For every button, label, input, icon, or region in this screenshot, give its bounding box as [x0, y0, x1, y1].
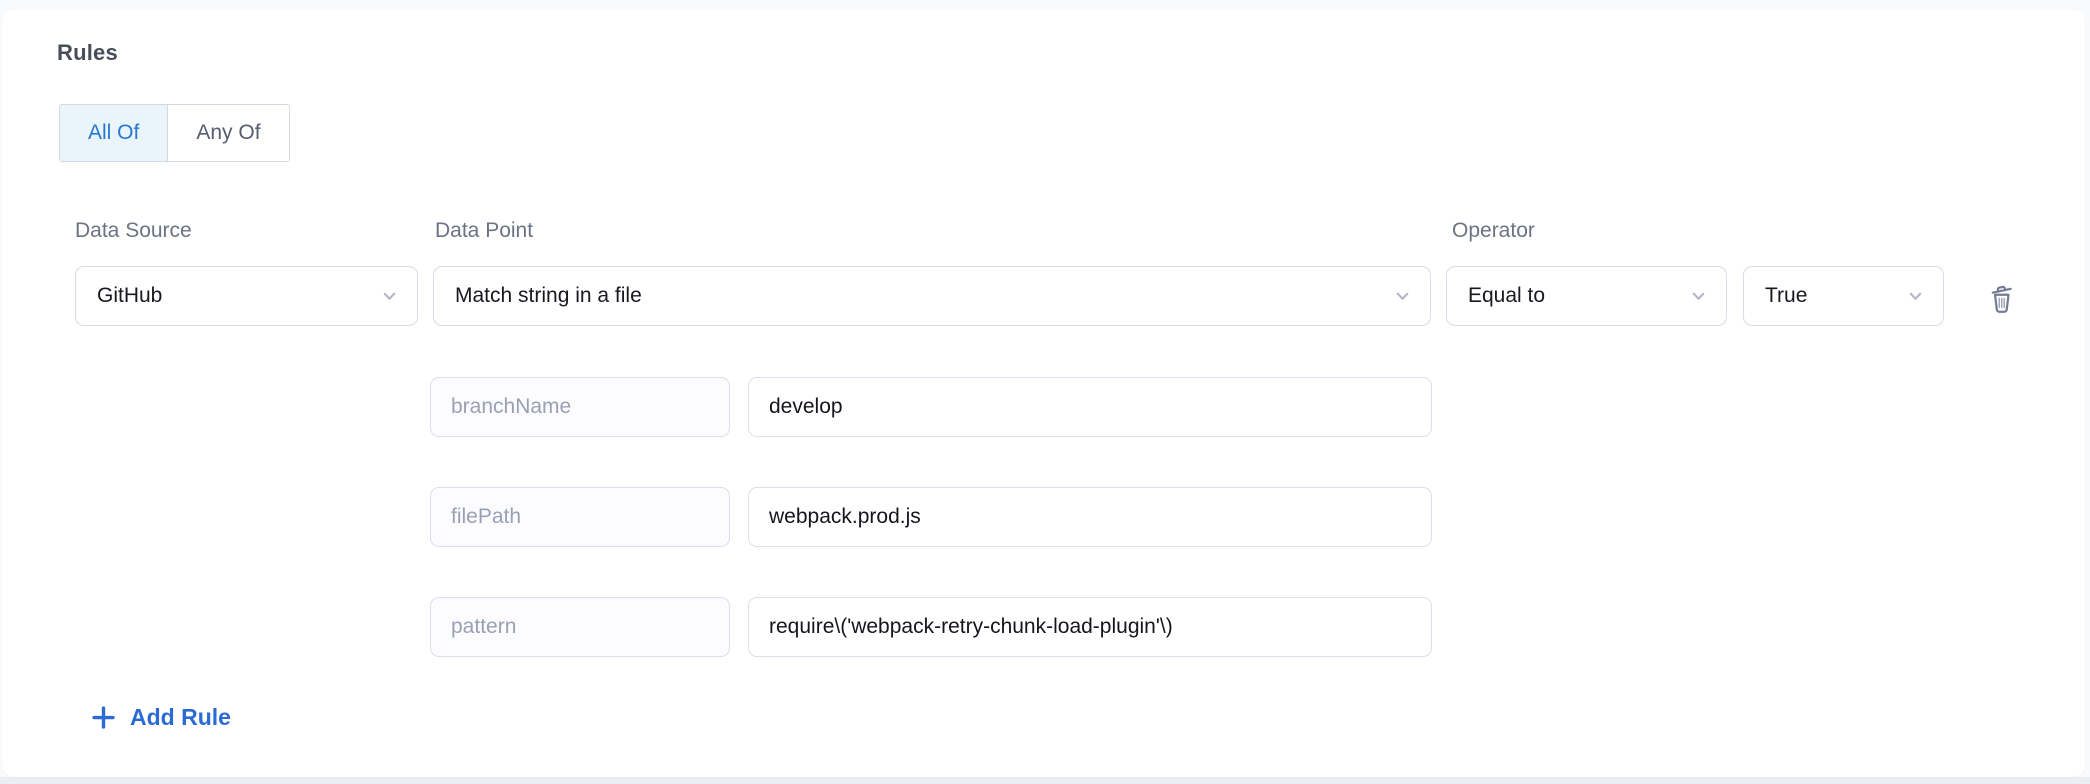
data-source-label: Data Source: [75, 219, 192, 242]
delete-rule-button[interactable]: [1974, 272, 2028, 324]
chevron-down-icon: [379, 286, 400, 307]
param-value-input-pattern[interactable]: [748, 597, 1432, 657]
add-rule-label: Add Rule: [130, 703, 231, 730]
comparison-value: True: [1765, 284, 1808, 307]
data-point-select[interactable]: Match string in a file: [433, 266, 1431, 326]
data-source-value: GitHub: [97, 284, 163, 307]
plus-icon: [90, 704, 117, 731]
chevron-down-icon: [1905, 286, 1926, 307]
rules-card: Rules All Of Any Of Data Source Data Poi…: [2, 10, 2085, 777]
param-value-input-filepath[interactable]: [748, 487, 1432, 547]
chevron-down-icon: [1392, 286, 1413, 307]
page-background-strip: [0, 777, 2090, 784]
param-key-input-pattern[interactable]: [430, 597, 730, 657]
any-of-button[interactable]: Any Of: [167, 105, 289, 161]
param-key-input-filepath[interactable]: [430, 487, 730, 547]
operator-select[interactable]: Equal to: [1446, 266, 1727, 326]
match-mode-toggle: All Of Any Of: [59, 104, 290, 162]
param-value-input-branchname[interactable]: [748, 377, 1432, 437]
param-key-input-branchname[interactable]: [430, 377, 730, 437]
chevron-down-icon: [1688, 286, 1709, 307]
trash-icon: [1984, 280, 2019, 316]
all-of-button[interactable]: All Of: [60, 105, 168, 161]
operator-label: Operator: [1452, 219, 1535, 242]
rules-section-title: Rules: [57, 40, 118, 65]
add-rule-button[interactable]: Add Rule: [90, 701, 231, 733]
data-point-value: Match string in a file: [455, 284, 642, 307]
comparison-value-select[interactable]: True: [1743, 266, 1944, 326]
operator-value: Equal to: [1468, 284, 1546, 307]
data-source-select[interactable]: GitHub: [75, 266, 418, 326]
data-point-label: Data Point: [435, 219, 534, 242]
